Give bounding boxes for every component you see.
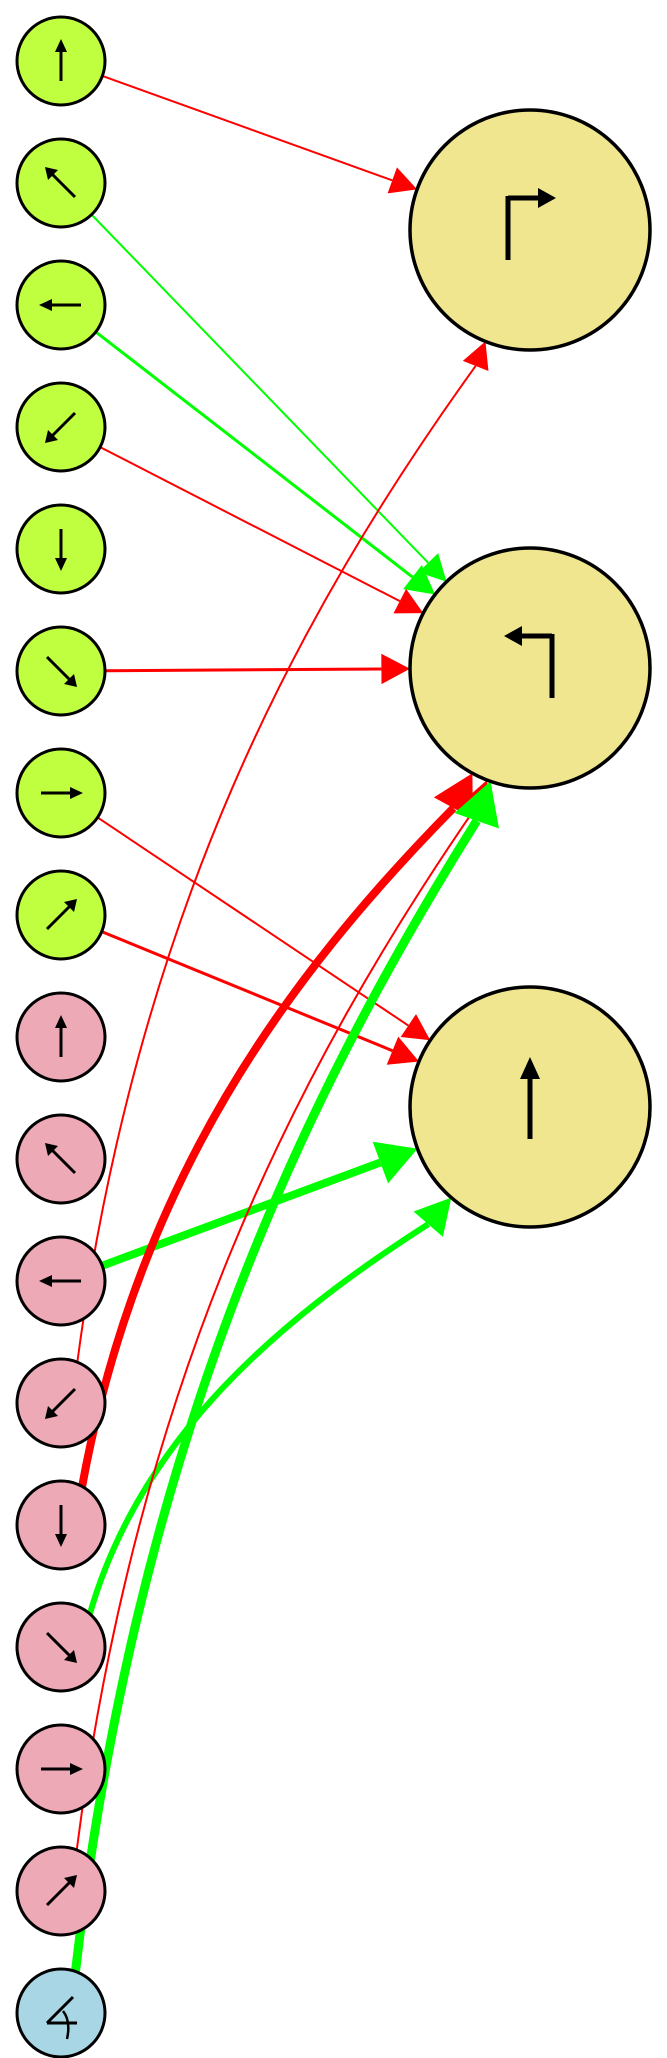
output-node-out-1 [408,546,652,790]
connection-in-1-to-out-1 [90,213,447,582]
connection-arrowhead [386,1036,419,1065]
output-node-circle [408,108,652,352]
connection-line [101,930,394,1053]
output-node-circle [408,546,652,790]
input-node-in-9 [15,1113,107,1205]
input-node-in-4 [15,503,107,595]
connection-in-16-to-out-1 [71,781,500,1972]
connection-arrowhead [403,565,436,595]
connection-line [100,1158,382,1270]
connection-in-0-to-out-0 [102,74,418,194]
connection-in-6-to-out-2 [97,816,431,1041]
connection-arrowhead [462,341,489,372]
connection-line [102,74,393,182]
connection-in-15-to-out-1 [75,780,491,1851]
input-node-in-0 [15,15,107,107]
connections-layer [71,74,500,1972]
connection-line [78,805,457,1488]
input-node-in-12 [15,1479,107,1571]
connection-in-5-to-out-1 [104,653,411,685]
connection-line [86,1221,430,1615]
input-node-in-10 [15,1235,107,1327]
connection-line [94,330,414,579]
input-node-in-5 [15,625,107,717]
input-node-in-1 [15,137,107,229]
input-node-in-11 [15,1357,107,1449]
output-node-out-2 [408,985,652,1229]
connection-line [71,818,481,1972]
output-node-out-0 [408,108,652,352]
connection-line [90,213,429,564]
connection-in-13-to-out-2 [86,1197,452,1615]
input-node-in-8 [15,991,107,1083]
connection-line [99,446,401,602]
connection-arrowhead [387,167,418,194]
connection-in-11-to-out-0 [76,341,489,1363]
input-node-in-7 [15,869,107,961]
input-node-in-16 [15,1967,107,2058]
connection-arrowhead [372,1141,418,1184]
input-node-circle [15,1967,107,2058]
connection-in-2-to-out-1 [94,330,436,595]
connection-line [76,365,477,1363]
input-node-in-14 [15,1723,107,1815]
nodes-layer [15,15,652,2058]
input-node-in-13 [15,1601,107,1693]
connection-line [97,816,409,1027]
connection-line [75,804,479,1851]
input-node-in-15 [15,1845,107,1937]
input-node-in-3 [15,381,107,473]
input-node-in-2 [15,259,107,351]
connection-arrowhead [413,1197,452,1237]
connection-arrowhead [400,1014,431,1041]
connection-line [104,667,382,673]
connection-arrowhead [454,781,500,829]
input-node-in-6 [15,747,107,839]
connection-in-3-to-out-1 [99,446,424,614]
connection-arrowhead [393,588,424,614]
connection-in-7-to-out-2 [101,930,419,1065]
connection-arrowhead [381,653,411,685]
